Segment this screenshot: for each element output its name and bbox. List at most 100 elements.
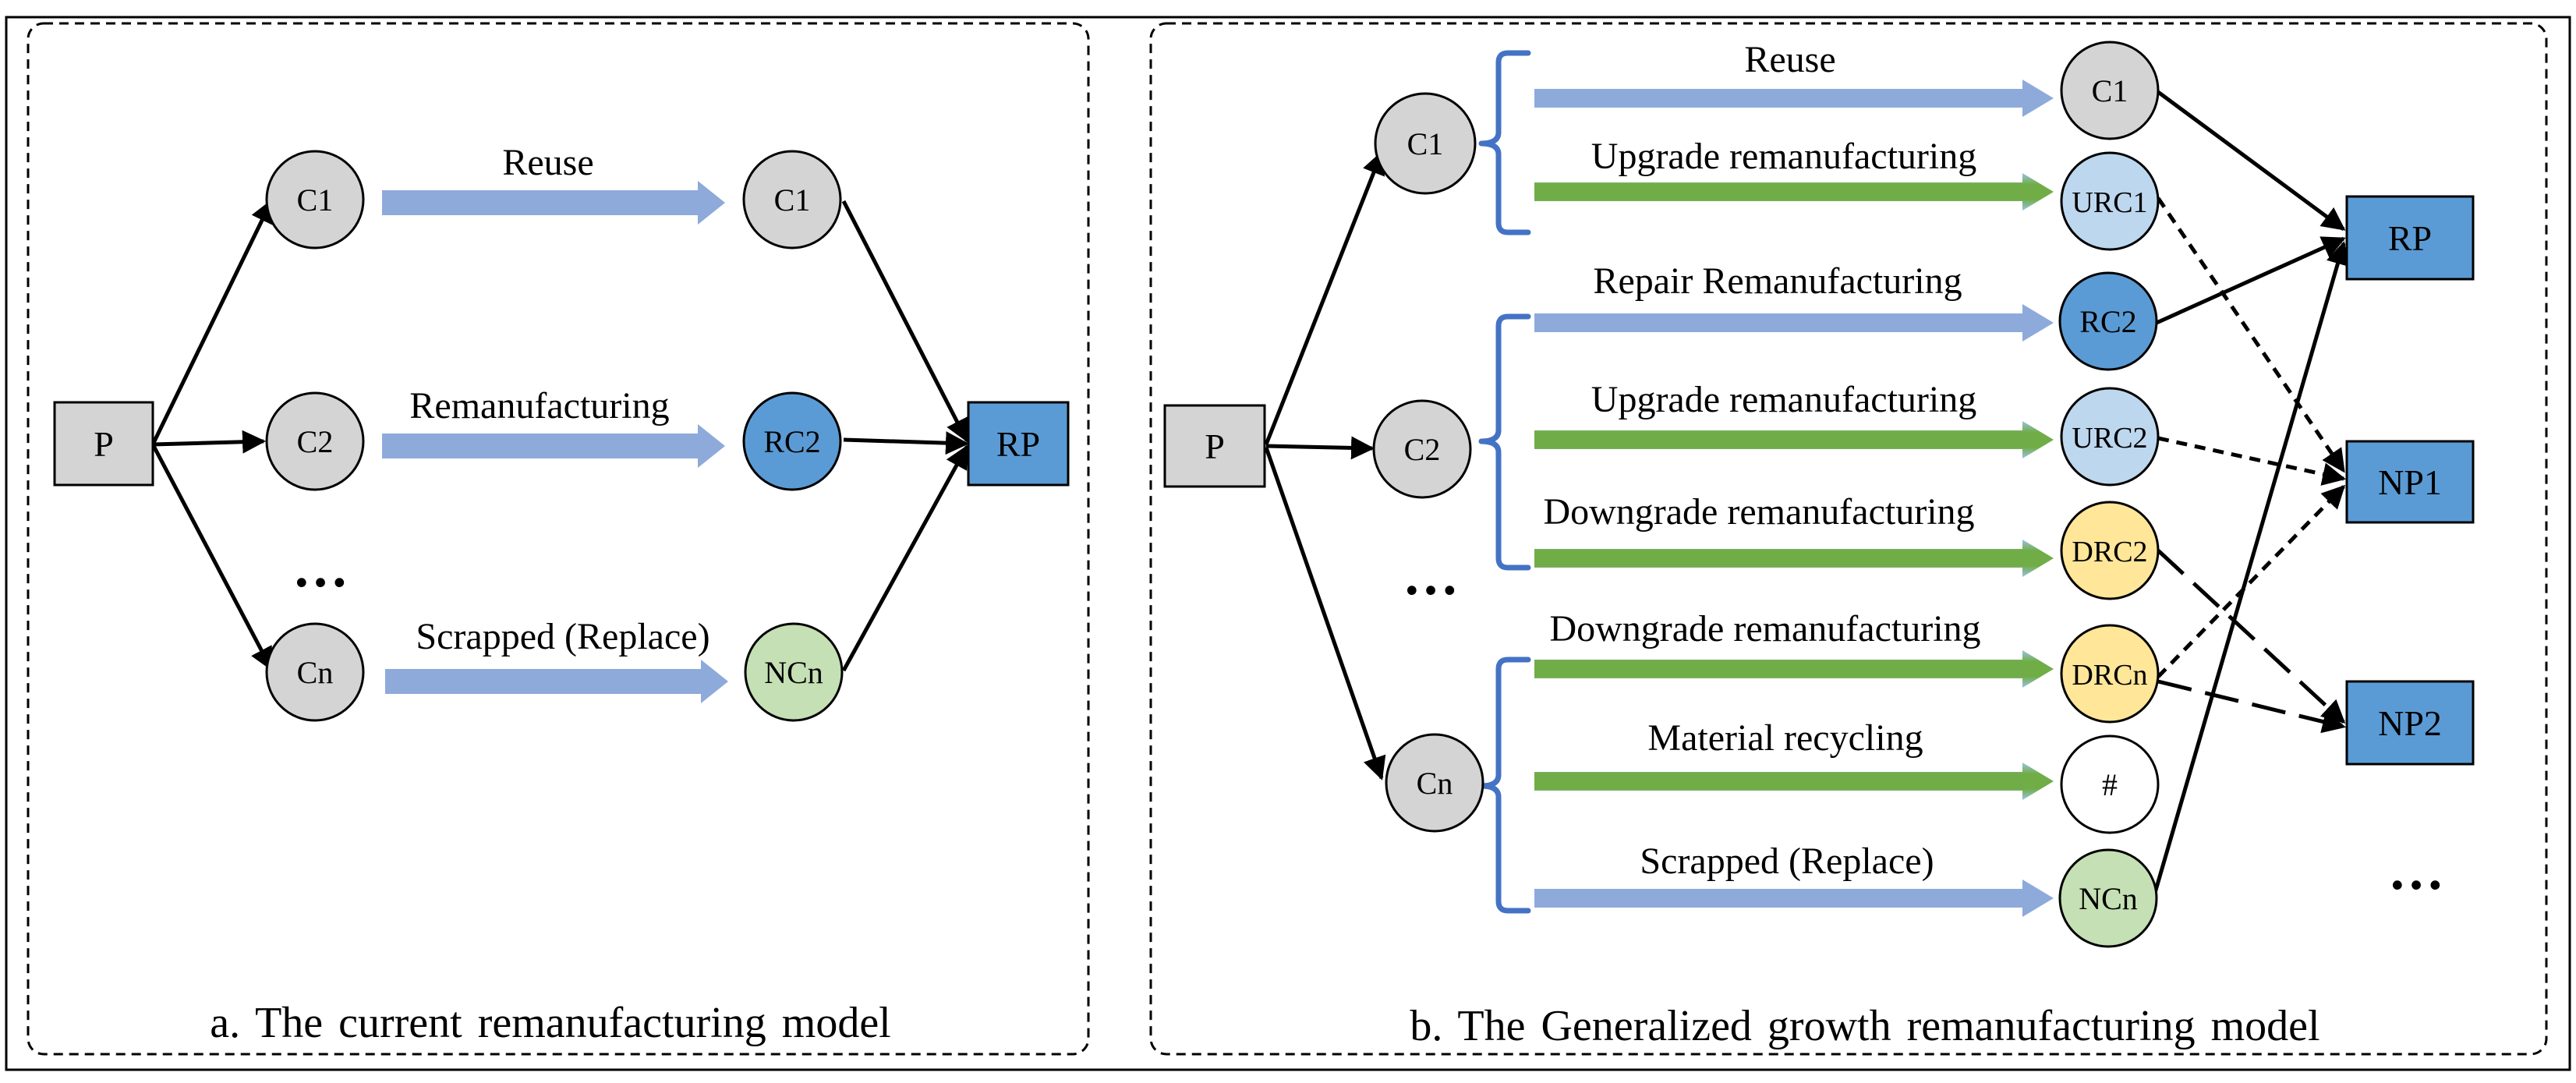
result-node-drc2 — [2060, 501, 2160, 600]
targets-ellipsis: … — [2388, 839, 2449, 901]
ellipsis: … — [292, 536, 353, 599]
result-node-urc1 — [2060, 151, 2160, 251]
process-label: Remanufacturing — [409, 385, 669, 426]
component-node-cn — [1385, 733, 1484, 833]
result-node-ncn — [744, 622, 844, 722]
target-label: NP2 — [2378, 703, 2442, 743]
edge-p-c1 — [150, 199, 274, 446]
process-label: Reuse — [1744, 39, 1835, 80]
component-node-c2 — [1372, 399, 1472, 499]
edge-drcn-np2 — [2157, 679, 2346, 734]
process-arrow-downgrade — [1534, 540, 2054, 577]
result-node-c1 — [742, 150, 842, 250]
result-label: DRC2 — [2072, 536, 2147, 568]
process-arrow-repair — [1534, 304, 2054, 342]
edge-p-c2 — [1265, 436, 1375, 460]
edge-p-c2 — [152, 430, 266, 454]
result-label: DRCn — [2072, 659, 2147, 692]
panel-a-border — [27, 22, 1090, 1056]
result-label: URC2 — [2072, 422, 2147, 455]
process-arrow-recycling — [1534, 763, 2054, 800]
process-arrow-downgrade — [1534, 650, 2054, 688]
process-arrow-upgrade — [1534, 173, 2054, 211]
panel-b-process-arrows — [1534, 80, 2054, 917]
result-label: RC2 — [763, 424, 820, 459]
process-arrow-reuse — [1534, 80, 2054, 117]
component-label: C1 — [1407, 126, 1444, 161]
target-label: RP — [2388, 218, 2432, 258]
panel-b: Reuse Upgrade remanufacturing Repair Rem… — [1149, 22, 2548, 1056]
component-label: Cn — [297, 655, 334, 690]
result-node-rc2 — [742, 391, 842, 491]
panel-b-caption: b. The Generalized growth remanufacturin… — [1410, 1002, 2319, 1050]
process-arrow-scrapped — [385, 660, 728, 703]
component-node-c1 — [1374, 92, 1477, 195]
result-node-c1 — [2060, 41, 2160, 140]
component-label: C2 — [297, 424, 334, 459]
component-label: Cn — [1417, 766, 1453, 801]
edge-rc2-rp — [2155, 236, 2346, 325]
result-node-rc2 — [2058, 271, 2158, 371]
component-node-c2 — [265, 391, 365, 491]
panel-a: Reuse Remanufacturing Scrapped (Replace)… — [27, 22, 1090, 1056]
outer-frame — [5, 16, 2571, 1071]
process-label: Downgrade remanufacturing — [1549, 608, 1980, 649]
product-node — [1163, 404, 1266, 488]
edge-p-cn — [1264, 447, 1386, 780]
result-label: C1 — [774, 182, 811, 218]
result-node-drcn — [2060, 624, 2160, 724]
product-node — [53, 401, 154, 487]
result-label: URC1 — [2072, 186, 2147, 219]
result-label: RC2 — [2079, 304, 2136, 339]
result-label: NCn — [2079, 881, 2138, 916]
panel-b-connectors — [1264, 150, 1386, 780]
edge-drcn-np1 — [2157, 484, 2346, 678]
panel-b-border — [1149, 22, 2548, 1056]
target-node-np2 — [2345, 680, 2475, 766]
process-label: Repair Remanufacturing — [1593, 260, 1962, 302]
edge-p-c1 — [1264, 150, 1385, 445]
component-node-cn — [265, 622, 365, 722]
panel-a-connectors — [150, 199, 969, 672]
edge-ncn-rp — [2151, 241, 2349, 899]
result-node-recycled — [2060, 734, 2160, 834]
panel-a-caption: a. The current remanufacturing model — [210, 999, 891, 1047]
result-label: # — [2102, 767, 2118, 802]
brace-c1 — [1478, 50, 1531, 235]
ellipsis: … — [1403, 544, 1463, 607]
process-label: Material recycling — [1647, 717, 1923, 759]
process-label: Upgrade remanufacturing — [1591, 136, 1976, 177]
result-label: C1 — [2092, 73, 2128, 108]
target-node-np1 — [2345, 440, 2475, 524]
result-node-ncn — [2058, 848, 2158, 948]
process-label: Reuse — [502, 142, 593, 183]
panel-a-process-arrows — [382, 181, 728, 703]
component-label: C2 — [1404, 432, 1441, 467]
edge-urc2-np1 — [2157, 436, 2346, 486]
panel-b-braces — [1478, 50, 1531, 914]
product-label: P — [94, 424, 114, 464]
target-node-rp — [2345, 195, 2475, 281]
edge-c1-rp — [2157, 90, 2346, 232]
process-label: Scrapped (Replace) — [1640, 841, 1934, 882]
brace-cn — [1478, 657, 1531, 914]
target-node-rp — [967, 401, 1070, 487]
process-arrow-upgrade — [1534, 421, 2054, 458]
edge-rc2-rp — [843, 431, 969, 455]
edge-drc2-np2 — [2157, 549, 2346, 724]
target-label: RP — [996, 424, 1040, 464]
process-arrow-scrapped — [1534, 879, 2054, 917]
process-arrow-reuse — [382, 181, 725, 225]
result-label: NCn — [764, 655, 823, 690]
product-label: P — [1205, 426, 1225, 466]
brace-c2 — [1478, 313, 1531, 571]
panel-b-result-edges — [2151, 90, 2349, 899]
process-label: Upgrade remanufacturing — [1591, 379, 1976, 420]
component-node-c1 — [265, 150, 365, 250]
result-node-urc2 — [2060, 387, 2160, 487]
edge-c1-rp — [841, 200, 969, 443]
process-label: Downgrade remanufacturing — [1543, 491, 1974, 533]
edge-ncn-rp — [841, 444, 969, 672]
process-label: Scrapped (Replace) — [416, 616, 709, 657]
